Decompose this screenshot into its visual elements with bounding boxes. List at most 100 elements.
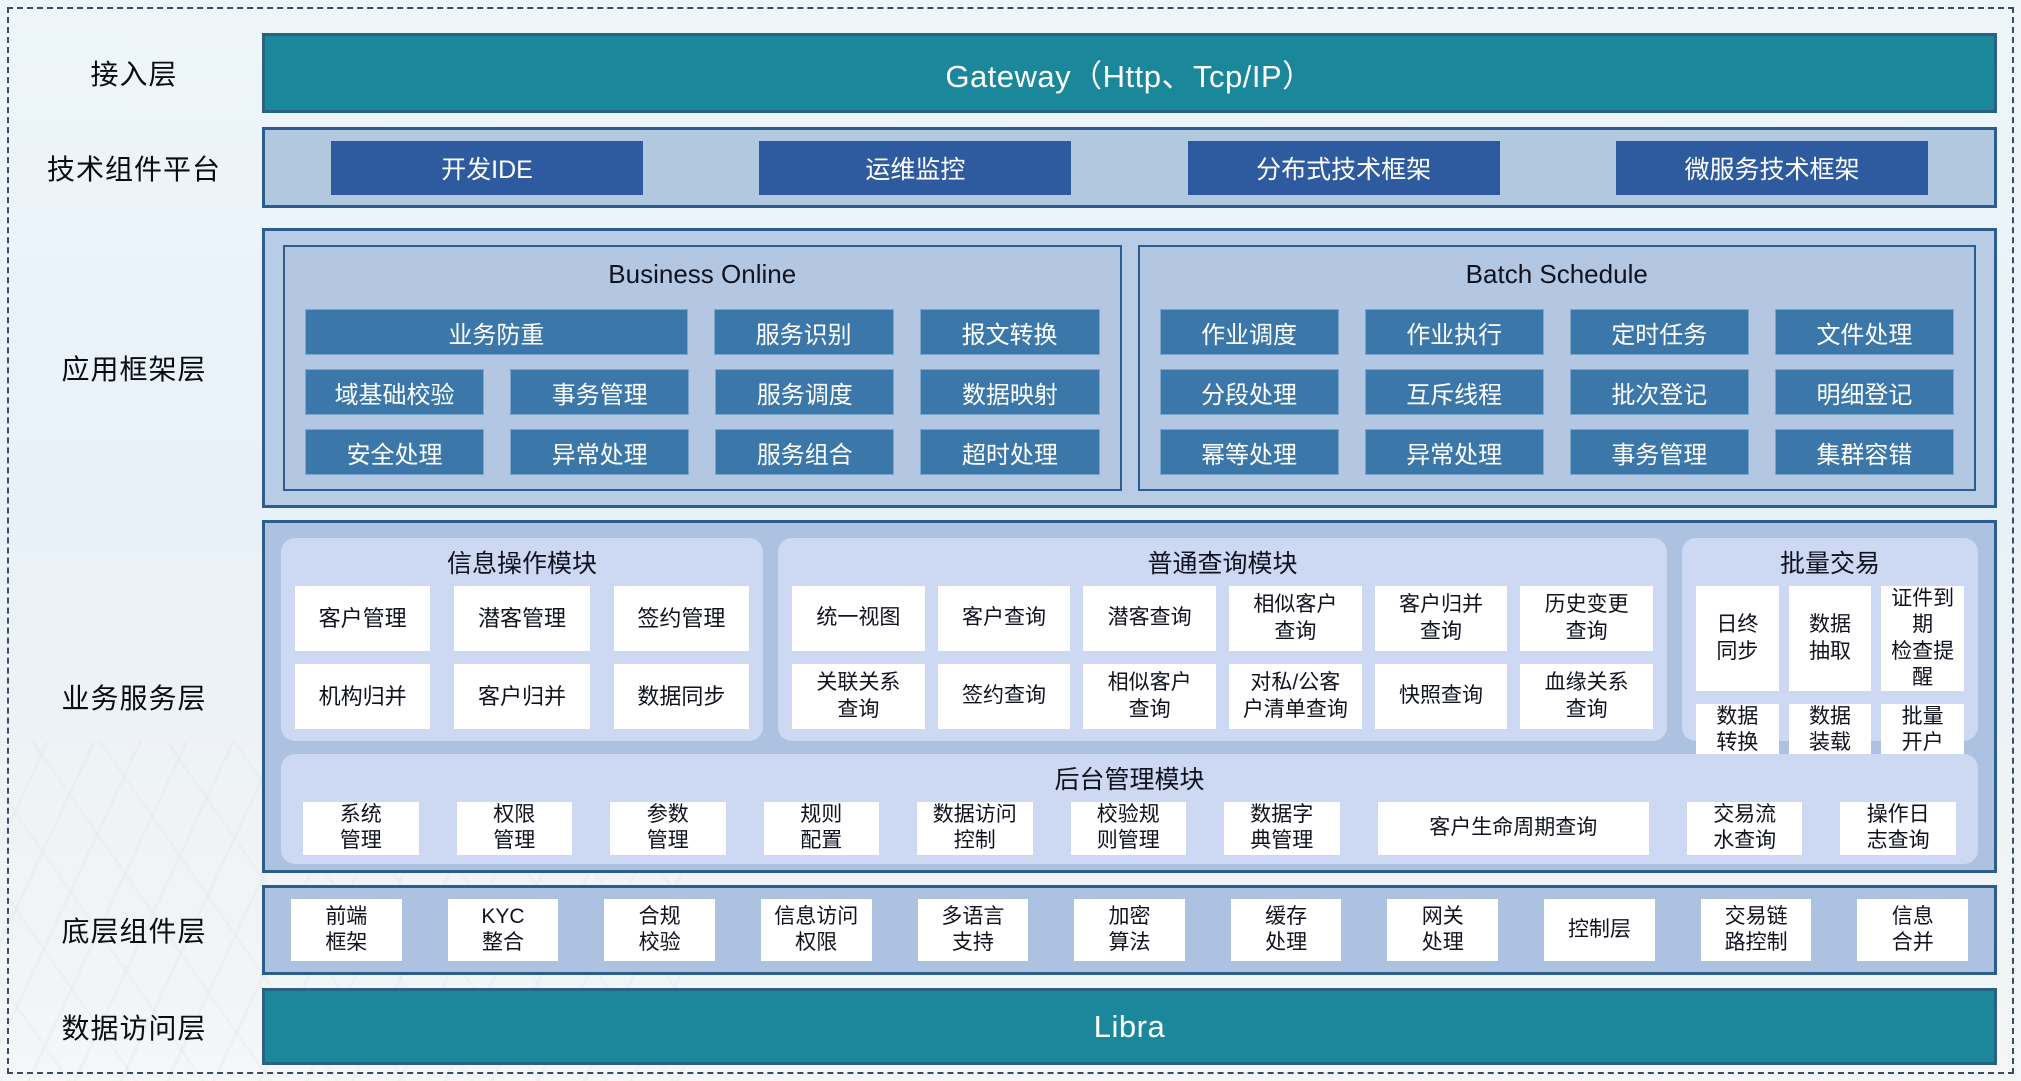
batch-schedule-row-1: 作业调度作业执行定时任务文件处理 (1159, 309, 1954, 355)
panel-backend-admin: 后台管理模块 系统 管理权限 管理参数 管理规则 配置数据访问 控制校验规 则管… (281, 754, 1978, 864)
common-query-item: 潜客查询 (1083, 586, 1216, 651)
panel-common-query: 普通查询模块 统一视图客户查询潜客查询相似客户 查询客户归并 查询历史变更 查询… (778, 538, 1667, 741)
tech-platform-item: 微服务技术框架 (1615, 140, 1928, 195)
bottom-component-item: KYC 整合 (447, 899, 559, 961)
bottom-component-item: 网关 处理 (1387, 899, 1499, 961)
business-online-item: 超时处理 (920, 429, 1100, 475)
backend-admin-item: 系统 管理 (303, 802, 419, 855)
batch-schedule-item: 作业执行 (1364, 309, 1544, 355)
business-online-item: 事务管理 (510, 369, 690, 415)
batch-schedule-row-3: 幂等处理异常处理事务管理集群容错 (1159, 429, 1954, 475)
info-operations-item: 机构归并 (295, 664, 431, 729)
gateway-bar-text: Gateway（Http、Tcp/IP） (945, 58, 1314, 94)
info-operations-title: 信息操作模块 (446, 550, 597, 578)
batch-schedule-item: 批次登记 (1569, 369, 1749, 415)
common-query-item: 关联关系 查询 (792, 664, 925, 729)
panel-info-operations: 信息操作模块 客户管理潜客管理签约管理机构归并客户归并数据同步 (281, 538, 763, 741)
batch-trade-item: 批量 开户 (1881, 704, 1964, 757)
tech-platform-item: 运维监控 (759, 140, 1072, 195)
info-operations-grid: 客户管理潜客管理签约管理机构归并客户归并数据同步 (295, 586, 749, 729)
panel-batch-trade: 批量交易 日终 同步数据 抽取证件到期 检查提醒数据 转换数据 装载批量 开户 (1682, 538, 1978, 757)
business-online-item: 域基础校验 (305, 369, 485, 415)
bottom-component-item: 合规 校验 (604, 899, 715, 961)
business-service-top-row: 信息操作模块 客户管理潜客管理签约管理机构归并客户归并数据同步 普通查询模块 统… (281, 538, 1978, 757)
batch-trade-item: 日终 同步 (1696, 586, 1779, 691)
common-query-item: 客户查询 (937, 586, 1071, 651)
business-online-item: 服务组合 (715, 429, 895, 475)
batch-trade-item: 证件到期 检查提醒 (1881, 586, 1964, 691)
batch-schedule-title: Batch Schedule (1465, 259, 1648, 289)
bottom-component-item: 信息访问 权限 (760, 899, 872, 961)
batch-schedule-item: 幂等处理 (1159, 429, 1339, 475)
business-online-item: 安全处理 (305, 429, 485, 475)
backend-admin-item: 交易流 水查询 (1686, 802, 1803, 855)
layer-label-biz-service: 业务服务层 (61, 682, 207, 714)
layer-label-access: 接入层 (90, 59, 178, 90)
batch-trade-item: 数据 转换 (1696, 704, 1779, 757)
bottom-component-item: 前端 框架 (291, 899, 402, 961)
batch-schedule-item: 明细登记 (1774, 369, 1954, 415)
common-query-item: 历史变更 查询 (1520, 586, 1653, 651)
common-query-item: 快照查询 (1374, 664, 1508, 729)
gateway-bar: Gateway（Http、Tcp/IP） (262, 33, 1997, 113)
common-query-item: 客户归并 查询 (1374, 586, 1508, 651)
business-online-title: Business Online (608, 259, 797, 289)
common-query-title: 普通查询模块 (1147, 550, 1298, 578)
batch-schedule-item: 异常处理 (1364, 429, 1544, 475)
bottom-component-item: 交易链 路控制 (1700, 899, 1812, 961)
batch-trade-title: 批量交易 (1779, 550, 1880, 578)
backend-admin-item: 规则 配置 (763, 802, 879, 855)
bottom-component-item: 缓存 处理 (1230, 899, 1342, 961)
batch-schedule-item: 互斥线程 (1364, 369, 1544, 415)
business-online-item: 报文转换 (919, 309, 1100, 355)
backend-admin-item: 参数 管理 (610, 802, 726, 855)
panel-business-online: Business Online 业务防重服务识别报文转换 域基础校验事务管理服务… (283, 245, 1122, 491)
bottom-component-item: 信息 合并 (1857, 899, 1969, 961)
business-online-item: 异常处理 (510, 429, 690, 475)
backend-admin-title: 后台管理模块 (1054, 766, 1205, 794)
libra-bar: Libra (262, 988, 1997, 1065)
backend-admin-item: 校验规 则管理 (1070, 802, 1186, 855)
backend-admin-item: 数据字 典管理 (1224, 802, 1340, 855)
batch-trade-item: 数据 装载 (1788, 704, 1872, 757)
batch-schedule-item: 定时任务 (1569, 309, 1749, 355)
batch-schedule-item: 分段处理 (1159, 369, 1339, 415)
info-operations-item: 潜客管理 (454, 586, 590, 651)
batch-schedule-item: 文件处理 (1774, 309, 1954, 355)
layer-label-bottom-components: 底层组件层 (61, 916, 207, 947)
layer-label-tech-platform: 技术组件平台 (46, 153, 221, 185)
backend-admin-row: 系统 管理权限 管理参数 管理规则 配置数据访问 控制校验规 则管理数据字 典管… (295, 802, 1964, 859)
bottom-component-item: 多语言 支持 (917, 899, 1029, 961)
backend-admin-item: 客户生命周期查询 (1377, 802, 1649, 855)
business-online-row-1: 业务防重服务识别报文转换 (305, 309, 1100, 355)
info-operations-item: 数据同步 (613, 664, 749, 729)
common-query-item: 对私/公客 户清单查询 (1229, 664, 1362, 729)
business-online-item: 数据映射 (920, 369, 1100, 415)
batch-schedule-item: 集群容错 (1774, 429, 1954, 475)
info-operations-item: 客户管理 (295, 586, 431, 651)
tech-platform-item: 开发IDE (331, 140, 643, 195)
backend-admin-item: 权限 管理 (456, 802, 572, 855)
common-query-item: 相似客户 查询 (1229, 586, 1362, 651)
panel-batch-schedule: Batch Schedule 作业调度作业执行定时任务文件处理 分段处理互斥线程… (1137, 245, 1976, 491)
batch-schedule-item: 事务管理 (1569, 429, 1749, 475)
common-query-item: 统一视图 (792, 586, 925, 651)
libra-bar-text: Libra (1093, 1008, 1166, 1044)
layer-label-app-framework: 应用框架层 (61, 354, 207, 385)
app-framework-band: Business Online 业务防重服务识别报文转换 域基础校验事务管理服务… (262, 228, 1997, 508)
info-operations-item: 客户归并 (454, 664, 590, 729)
common-query-grid: 统一视图客户查询潜客查询相似客户 查询客户归并 查询历史变更 查询关联关系 查询… (792, 586, 1653, 729)
batch-trade-grid: 日终 同步数据 抽取证件到期 检查提醒数据 转换数据 装载批量 开户 (1696, 586, 1964, 757)
business-online-row-3: 安全处理异常处理服务组合超时处理 (305, 429, 1100, 475)
business-service-band: 信息操作模块 客户管理潜客管理签约管理机构归并客户归并数据同步 普通查询模块 统… (262, 520, 1997, 873)
business-online-row-2: 域基础校验事务管理服务调度数据映射 (305, 369, 1100, 415)
business-online-item: 服务识别 (713, 309, 894, 355)
backend-admin-item: 操作日 志查询 (1840, 802, 1956, 855)
batch-schedule-row-2: 分段处理互斥线程批次登记明细登记 (1159, 369, 1954, 415)
info-operations-item: 签约管理 (613, 586, 749, 651)
common-query-item: 相似客户 查询 (1083, 664, 1216, 729)
common-query-item: 签约查询 (937, 664, 1071, 729)
